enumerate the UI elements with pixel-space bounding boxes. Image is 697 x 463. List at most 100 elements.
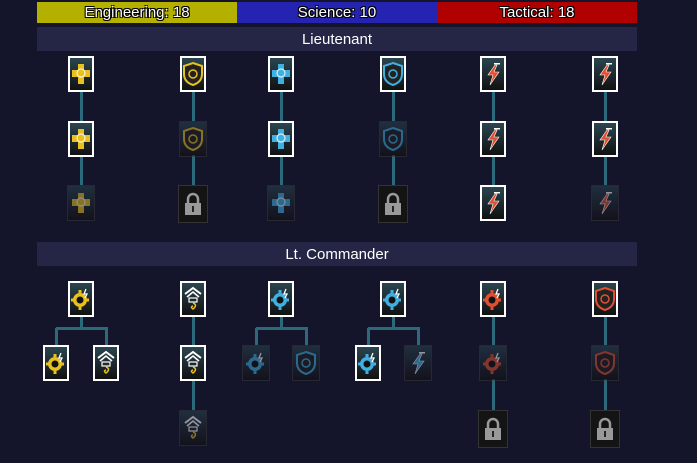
skill-lt-col5-tier1[interactable] (480, 56, 506, 92)
connector-line (305, 328, 308, 345)
skill-lt-col2-tier1[interactable] (180, 56, 206, 92)
connector-line (367, 328, 370, 345)
skill-lt-col4-tier2[interactable] (379, 121, 407, 157)
tactical-shield-icon (594, 286, 616, 312)
science-gear-icon (245, 350, 267, 376)
connector-line (604, 155, 607, 185)
science-shield-icon (382, 126, 404, 152)
connector-line (280, 315, 283, 328)
connector-line (392, 90, 395, 121)
connector-line (417, 328, 420, 345)
engineering-tower-icon (182, 286, 204, 312)
connector-line (368, 327, 420, 330)
tactical-lightning-icon (594, 126, 616, 152)
connector-line (492, 90, 495, 121)
skill-lt-col6-tier1[interactable] (592, 56, 618, 92)
connector-line (55, 328, 58, 345)
connector-line (604, 315, 607, 345)
skill-ltc-col3-left[interactable] (242, 345, 270, 381)
engineering-tower-icon (95, 350, 117, 376)
skill-ltc-col5-tier3[interactable] (478, 410, 508, 448)
skill-lt-col6-tier3[interactable] (591, 185, 619, 221)
engineering-cross-icon (70, 61, 92, 87)
connector-line (392, 155, 395, 185)
science-points: Science: 10 (237, 2, 437, 23)
connector-line (492, 315, 495, 345)
tactical-lightning-icon (482, 126, 504, 152)
connector-line (80, 155, 83, 185)
skill-ltc-col5-tier2[interactable] (479, 345, 507, 381)
skill-lt-col3-tier1[interactable] (268, 56, 294, 92)
connector-line (256, 327, 308, 330)
locked-icon (594, 416, 616, 442)
engineering-points: Engineering: 18 (37, 2, 237, 23)
skill-lt-col4-tier1[interactable] (380, 56, 406, 92)
skill-lt-col3-tier3[interactable] (267, 185, 295, 221)
skill-ltc-col1-root[interactable] (68, 281, 94, 317)
skill-ltc-col5-tier1[interactable] (480, 281, 506, 317)
science-gear-icon (357, 350, 379, 376)
tactical-lightning-icon (482, 190, 504, 216)
engineering-cross-icon (70, 190, 92, 216)
connector-line (255, 328, 258, 345)
skill-ltc-col1-left[interactable] (43, 345, 69, 381)
tactical-shield-icon (594, 350, 616, 376)
tactical-lightning-icon (594, 190, 616, 216)
connector-line (56, 327, 108, 330)
skill-lt-col1-tier2[interactable] (68, 121, 94, 157)
engineering-gear-icon (70, 286, 92, 312)
connector-line (192, 90, 195, 121)
skill-ltc-col2-tier2[interactable] (180, 345, 206, 381)
connector-line (280, 155, 283, 185)
science-lightning-icon (407, 350, 429, 376)
science-cross-icon (270, 190, 292, 216)
skill-lt-col2-tier3[interactable] (178, 185, 208, 223)
skill-ltc-col3-right[interactable] (292, 345, 320, 381)
science-gear-icon (382, 286, 404, 312)
skill-lt-col5-tier3[interactable] (480, 185, 506, 221)
science-gear-icon (270, 286, 292, 312)
connector-line (80, 315, 83, 328)
skill-ltc-col6-tier2[interactable] (591, 345, 619, 381)
locked-icon (182, 191, 204, 217)
skill-ltc-col4-right[interactable] (404, 345, 432, 381)
skill-lt-col2-tier2[interactable] (179, 121, 207, 157)
connector-line (105, 328, 108, 345)
skill-ltc-col4-root[interactable] (380, 281, 406, 317)
science-cross-icon (270, 126, 292, 152)
skill-lt-col6-tier2[interactable] (592, 121, 618, 157)
connector-line (192, 315, 195, 345)
engineering-tower-icon (182, 350, 204, 376)
engineering-tower-icon (182, 415, 204, 441)
tactical-gear-icon (482, 350, 504, 376)
skill-ltc-col6-tier3[interactable] (590, 410, 620, 448)
connector-line (604, 379, 607, 410)
tactical-lightning-icon (594, 61, 616, 87)
skill-lt-col5-tier2[interactable] (480, 121, 506, 157)
locked-icon (482, 416, 504, 442)
rank-lieutenant-title: Lieutenant (37, 27, 637, 51)
engineering-shield-icon (182, 61, 204, 87)
connector-line (280, 90, 283, 121)
skill-ltc-col3-root[interactable] (268, 281, 294, 317)
connector-line (492, 379, 495, 410)
skill-lt-col4-tier3[interactable] (378, 185, 408, 223)
science-cross-icon (270, 61, 292, 87)
skill-lt-col3-tier2[interactable] (268, 121, 294, 157)
career-points-header: Engineering: 18 Science: 10 Tactical: 18 (37, 2, 637, 23)
science-shield-icon (382, 61, 404, 87)
connector-line (192, 155, 195, 185)
skill-lt-col1-tier3[interactable] (67, 185, 95, 221)
locked-icon (382, 191, 404, 217)
connector-line (604, 90, 607, 121)
skill-lt-col1-tier1[interactable] (68, 56, 94, 92)
connector-line (392, 315, 395, 328)
skill-ltc-col4-left[interactable] (355, 345, 381, 381)
skill-ltc-col1-right[interactable] (93, 345, 119, 381)
skill-ltc-col2-tier1[interactable] (180, 281, 206, 317)
connector-line (492, 155, 495, 185)
science-shield-icon (295, 350, 317, 376)
connector-line (80, 90, 83, 121)
skill-ltc-col2-tier3[interactable] (179, 410, 207, 446)
skill-ltc-col6-tier1[interactable] (592, 281, 618, 317)
